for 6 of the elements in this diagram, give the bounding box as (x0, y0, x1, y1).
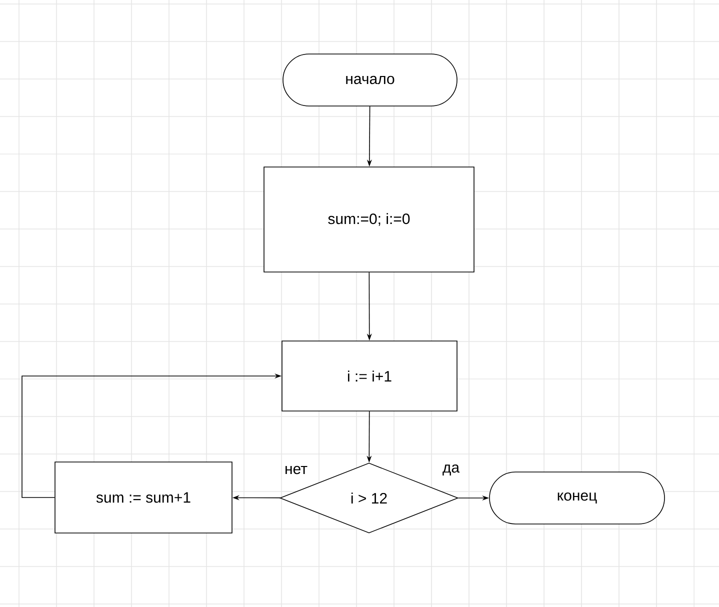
terminal-box: конец (489, 472, 665, 524)
terminal-box: начало (282, 54, 458, 106)
edge-label: нет (284, 464, 308, 476)
process-box: sum:=0; i:=0 (264, 166, 474, 272)
process-box: i := i+1 (282, 340, 458, 412)
process-box: sum := sum+1 (54, 462, 232, 534)
